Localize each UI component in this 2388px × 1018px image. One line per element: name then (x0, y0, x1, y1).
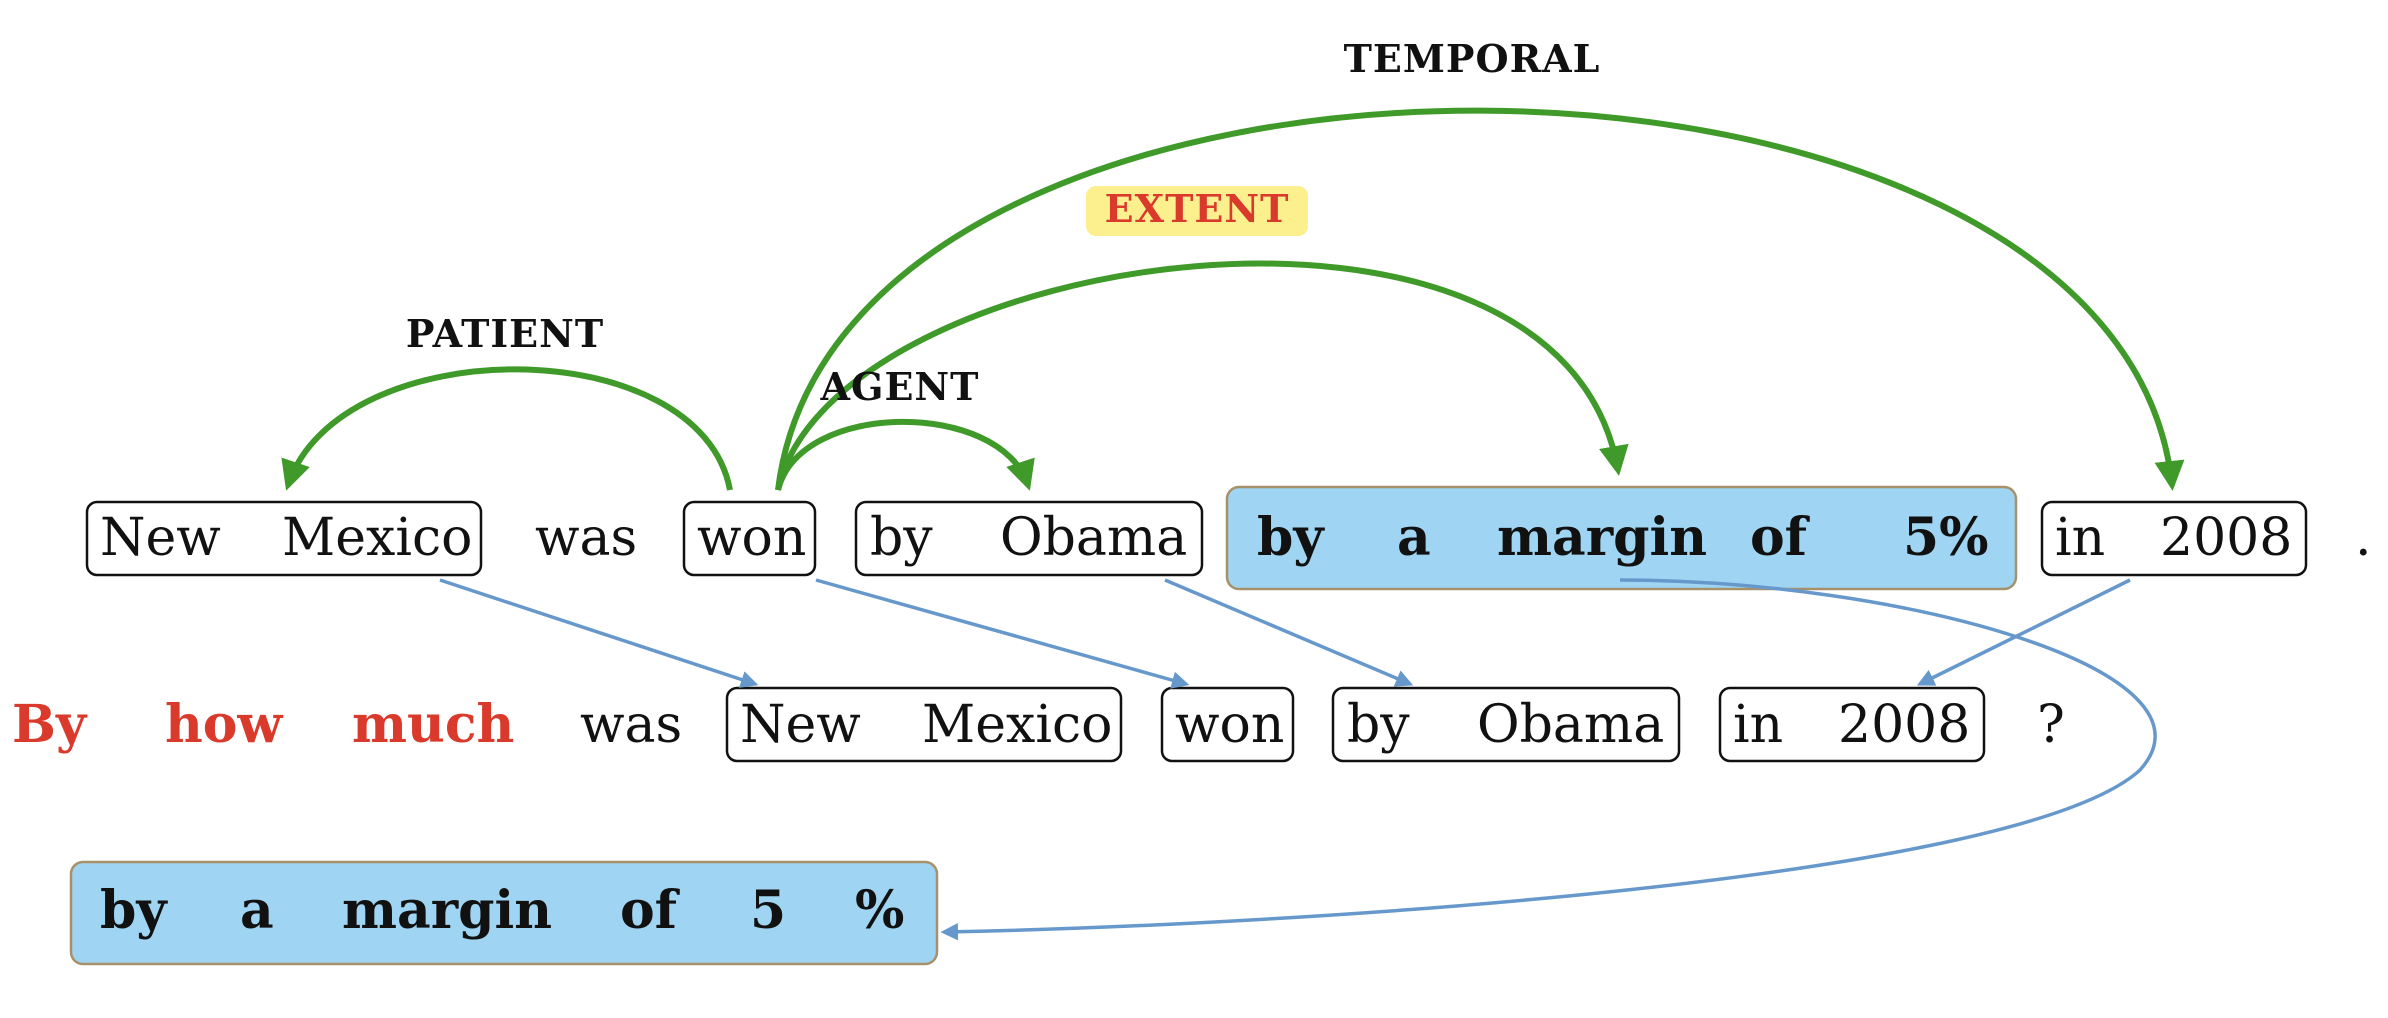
token-obama: Obama (1000, 508, 1187, 568)
align-margin-to-answer (940, 578, 2157, 941)
align-by-obama (1164, 578, 1414, 687)
token-by: by (870, 508, 933, 568)
token-mexico: Mexico (282, 508, 472, 568)
q-token-2008: 2008 (1838, 695, 1970, 755)
token-2008: 2008 (2160, 508, 2292, 568)
q-token-new: New (740, 695, 861, 755)
q-token-by: By (12, 694, 88, 755)
label-patient: PATIENT (406, 311, 604, 356)
q-token-was: was (580, 695, 682, 755)
box-in-2008 (2040, 500, 2308, 577)
q-box-won (1160, 686, 1295, 763)
token-won: won (697, 508, 806, 568)
arc-extent (775, 260, 1629, 491)
q-box-new-mexico (725, 686, 1123, 763)
box-margin (1225, 485, 2018, 591)
token-margin-of: of (1750, 507, 1811, 568)
answer-token-5: 5 (750, 880, 786, 941)
arc-temporal (775, 107, 2185, 491)
q-token-won: won (1175, 695, 1284, 755)
label-agent: AGENT (820, 364, 980, 409)
token-margin-by: by (1257, 507, 1325, 568)
answer-box (69, 860, 939, 966)
q-token-how: how (165, 694, 283, 755)
q-token-in: in (1733, 695, 1783, 755)
arc-agent (775, 418, 1035, 491)
q-token-mexico: Mexico (922, 695, 1112, 755)
label-extent: EXTENT (1105, 186, 1290, 231)
q-token-much: much (352, 694, 514, 755)
box-won (682, 500, 817, 577)
q-box-in-2008 (1718, 686, 1986, 763)
answer-token-a: a (240, 880, 274, 941)
answer-token-margin: margin (342, 880, 552, 941)
q-token-by2: by (1347, 695, 1410, 755)
token-margin-margin: margin (1497, 507, 1707, 568)
arc-patient (281, 366, 733, 491)
align-won (815, 578, 1190, 689)
answer-token-of: of (620, 880, 681, 941)
q-token-obama: Obama (1477, 695, 1664, 755)
q-box-by-obama (1331, 686, 1681, 763)
answer-token-by: by (100, 880, 168, 941)
token-new: New (100, 508, 221, 568)
q-token-qmark: ? (2037, 695, 2065, 755)
token-period: . (2355, 508, 2372, 568)
align-new-mexico (439, 578, 759, 688)
answer-token-pct: % (855, 880, 904, 941)
token-margin-a: a (1397, 507, 1431, 568)
token-was: was (535, 508, 637, 568)
box-by-obama (854, 500, 1204, 577)
box-new-mexico (85, 500, 483, 577)
label-temporal: TEMPORAL (1344, 36, 1601, 81)
token-in: in (2055, 508, 2105, 568)
align-in-2008 (1916, 578, 2131, 686)
token-margin-5pct: 5% (1903, 507, 1989, 568)
label-extent-highlight (1086, 186, 1308, 236)
